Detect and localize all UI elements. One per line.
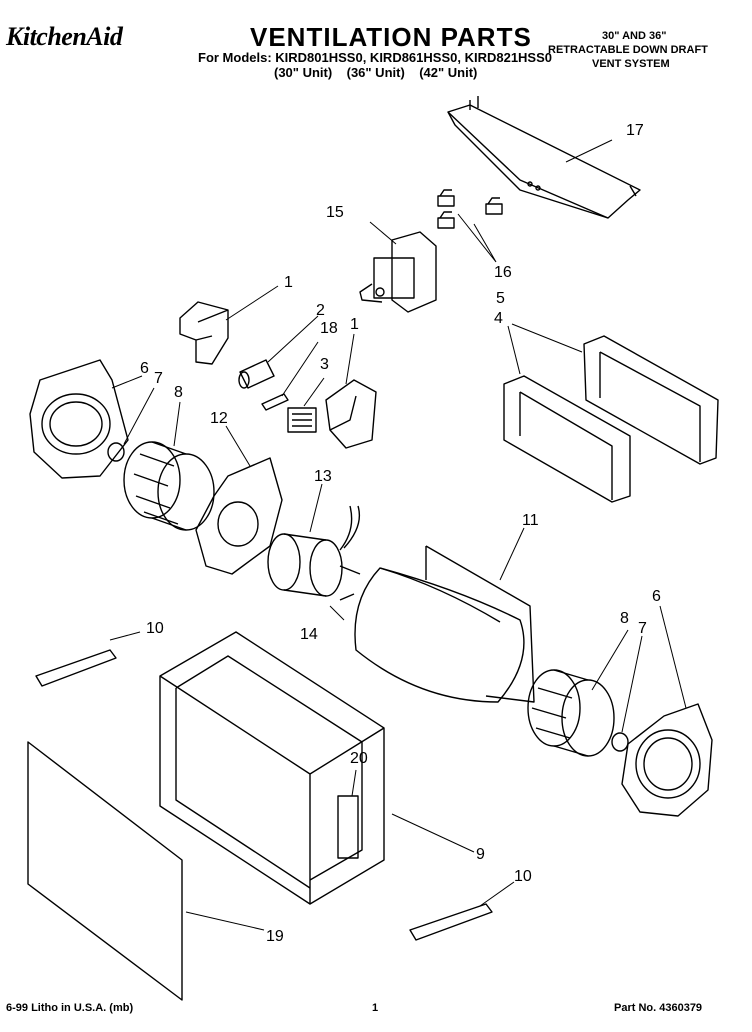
part-8-blower-wheel-right (527, 669, 615, 757)
part-5-duct (583, 335, 719, 465)
callout-4: 4 (494, 310, 503, 327)
callout-12: 12 (210, 410, 228, 427)
callout-3: 3 (320, 356, 329, 373)
part-10-rail-left (35, 649, 117, 687)
part-16-switches (437, 189, 503, 229)
part-1-bracket-right (325, 379, 377, 449)
callout-10: 10 (146, 620, 164, 637)
callout-1: 1 (284, 274, 293, 291)
callout-5: 5 (496, 290, 505, 307)
part-17-bracket (447, 96, 641, 219)
callout-10b: 10 (514, 868, 532, 885)
part-13-motor (267, 505, 361, 597)
models-line: For Models: KIRD801HSS0, KIRD861HSS0, KI… (198, 50, 553, 65)
callout-1b: 1 (350, 316, 359, 333)
part-7-bushing-left (107, 442, 125, 462)
part-6-housing-right (621, 703, 713, 817)
leader-lines (109, 139, 687, 931)
callout-8: 8 (174, 384, 183, 401)
callout-7: 7 (154, 370, 163, 387)
part-18-clip (261, 393, 289, 411)
footer-litho: 6-99 Litho in U.S.A. (mb) (6, 1002, 134, 1014)
callout-15: 15 (326, 204, 344, 221)
callout-20: 20 (350, 750, 368, 767)
callout-2: 2 (316, 302, 325, 319)
callout-6: 6 (140, 360, 149, 377)
part-19-panel (27, 741, 183, 1001)
part-6-housing-left (29, 359, 129, 479)
part-14-screw (339, 593, 355, 601)
part-9-box (159, 631, 385, 905)
part-1-bracket (179, 301, 229, 365)
part-10-rail-right (409, 903, 493, 941)
brand-logo: KitchenAid (6, 22, 123, 51)
callout-6b: 6 (652, 588, 661, 605)
part-4-duct (503, 375, 631, 503)
part-8-blower-wheel-left (123, 441, 215, 531)
callout-11: 11 (522, 512, 539, 529)
page-title: VENTILATION PARTS (250, 22, 532, 52)
subtitle-line-1: 30" AND 36" (602, 30, 667, 42)
callout-19: 19 (266, 928, 284, 945)
callout-17: 17 (626, 122, 644, 139)
part-2-capacitor (238, 359, 275, 389)
subtitle-line-3: VENT SYSTEM (592, 58, 670, 70)
callout-8b: 8 (620, 610, 629, 627)
subtitle-line-2: RETRACTABLE DOWN DRAFT (548, 44, 708, 56)
part-7-bushing-right (611, 732, 629, 752)
callout-14: 14 (300, 626, 318, 643)
footer-page-number: 1 (372, 1002, 379, 1014)
part-15-control (359, 231, 437, 313)
footer-part-number: Part No. 4360379 (614, 1002, 703, 1014)
units-line: (30" Unit) (36" Unit) (42" Unit) (274, 65, 478, 80)
callout-9: 9 (476, 846, 485, 863)
part-3-terminal (287, 407, 317, 433)
callout-18: 18 (320, 320, 338, 337)
part-11-scroll (354, 545, 535, 703)
part-12-housing-plate (195, 457, 283, 575)
callout-13: 13 (314, 468, 332, 485)
callout-7b: 7 (638, 620, 647, 637)
callout-16: 16 (494, 264, 512, 281)
